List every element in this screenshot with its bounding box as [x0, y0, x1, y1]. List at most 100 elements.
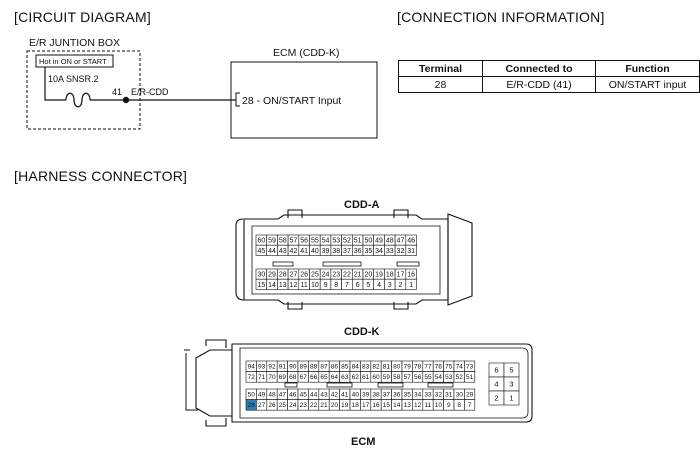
- cdd-k-pin-label: 53: [445, 374, 453, 381]
- cdd-k-pin-label: 61: [362, 374, 370, 381]
- cdd-a-pin-label: 31: [407, 248, 415, 255]
- cdd-a-pin-23: 23: [330, 268, 342, 280]
- cdd-k-side-pin-6: 6: [488, 362, 505, 378]
- cdd-a-pin-28: 28: [277, 268, 289, 280]
- cdd-k-key-3: [377, 382, 404, 388]
- hot-in-on-start-label: Hot in ON or START: [39, 57, 107, 66]
- cdd-a-housing: [243, 214, 449, 305]
- cdd-k-pin-label: 71: [258, 374, 266, 381]
- cdd-k-pin-label: 87: [320, 364, 328, 371]
- cdd-k-pin-label: 40: [352, 392, 360, 399]
- cdd-k-pin-55: 55: [422, 371, 434, 383]
- junction-box-label: E/R JUNTION BOX: [29, 37, 120, 49]
- cdd-k-side-pin-3: 3: [503, 376, 520, 392]
- cdd-k-pin-7: 7: [464, 399, 476, 411]
- cdd-k-pin-80: 80: [391, 360, 403, 372]
- cdd-a-bottom-latches: [287, 302, 409, 310]
- cdd-k-pin-27: 27: [256, 399, 268, 411]
- cdd-k-pin-86: 86: [328, 360, 340, 372]
- cdd-a-pin-46: 46: [405, 234, 417, 246]
- cdd-k-pin-43: 43: [318, 388, 330, 400]
- cdd-k-pin-label: 9: [447, 402, 451, 409]
- cdd-a-pin-25: 25: [309, 268, 321, 280]
- cdd-k-pin-77: 77: [422, 360, 434, 372]
- cell-terminal: 28: [398, 76, 483, 93]
- cdd-a-pin-42: 42: [287, 244, 300, 256]
- cdd-a-pin-18: 18: [384, 268, 396, 280]
- cdd-k-pin-label: 20: [331, 402, 339, 409]
- cdd-k-lever: [195, 349, 232, 417]
- cdd-a-pin-33: 33: [384, 244, 396, 256]
- cdd-a-pin-label: 52: [343, 238, 351, 245]
- cdd-k-pin-40: 40: [349, 388, 361, 400]
- cdd-a-pin-56: 56: [298, 234, 310, 246]
- cdd-k-pin-9: 9: [443, 399, 455, 411]
- ecm-input-bracket: [235, 92, 240, 107]
- cdd-k-pin-62: 62: [349, 371, 361, 383]
- cdd-k-pin-label: 15: [383, 402, 391, 409]
- cdd-a-pin-10: 10: [309, 278, 321, 290]
- cdd-k-pin-label: 8: [457, 402, 461, 409]
- cdd-k-pin-label: 44: [310, 392, 318, 399]
- cdd-k-pin-label: 73: [466, 364, 474, 371]
- cdd-k-pin-label: 84: [352, 364, 360, 371]
- cdd-a-top-latches: [287, 209, 409, 218]
- cdd-k-pin-label: 92: [268, 364, 276, 371]
- cdd-k-pin-label: 79: [404, 364, 412, 371]
- cdd-k-pin-63: 63: [339, 371, 351, 383]
- cdd-k-pin-39: 39: [360, 388, 372, 400]
- cdd-a-pin-3: 3: [384, 278, 396, 290]
- cdd-a-pin-label: 23: [332, 272, 340, 279]
- cdd-a-pin-label: 22: [343, 272, 351, 279]
- cdd-k-pin-73: 73: [464, 360, 476, 372]
- cdd-k-pin-label: 22: [310, 402, 318, 409]
- cdd-k-pin-57: 57: [401, 371, 413, 383]
- cdd-k-pin-label: 7: [468, 402, 472, 409]
- cdd-k-pin-61: 61: [360, 371, 372, 383]
- cdd-a-pin-48: 48: [384, 234, 396, 246]
- fuse-wire: [44, 67, 126, 101]
- cdd-k-pin-25: 25: [276, 399, 288, 411]
- cdd-k-pin-label: 18: [352, 402, 360, 409]
- cdd-a-pin-11: 11: [298, 278, 310, 290]
- circuit-diagram-heading: [CIRCUIT DIAGRAM]: [14, 9, 151, 25]
- cdd-a-pin-57: 57: [287, 234, 300, 246]
- cdd-k-pin-26: 26: [266, 399, 278, 411]
- header-connected-to: Connected to: [482, 60, 596, 77]
- cdd-a-pin-label: 25: [311, 272, 319, 279]
- cdd-k-pin-label: 54: [435, 374, 443, 381]
- cdd-a-pin-43: 43: [277, 244, 289, 256]
- cdd-k-latches: [205, 339, 227, 427]
- cdd-a-pin-29: 29: [266, 268, 278, 280]
- cdd-k-inner: [239, 347, 529, 419]
- cdd-k-pin-label: 10: [435, 402, 443, 409]
- cdd-k-pin-label: 11: [425, 402, 432, 409]
- cdd-k-pin-label: 75: [445, 364, 453, 371]
- cdd-a-pin-label: 13: [279, 282, 287, 289]
- cdd-a-pin-label: 27: [290, 272, 298, 279]
- cdd-k-pin-label: 94: [248, 364, 256, 371]
- cdd-a-pin-label: 42: [290, 248, 298, 255]
- cdd-a-pin-cell: [405, 244, 417, 256]
- cdd-k-pin-47: 47: [276, 388, 288, 400]
- cdd-a-pin-32: 32: [394, 244, 407, 256]
- cdd-a-pin-59: 59: [266, 234, 278, 246]
- cdd-a-pin-19: 19: [373, 268, 385, 280]
- cdd-k-pin-45: 45: [297, 388, 309, 400]
- cdd-k-pin-37: 37: [380, 388, 392, 400]
- cdd-a-pin-51: 51: [351, 234, 364, 246]
- cdd-a-pin-24: 24: [319, 268, 332, 280]
- cdd-k-pin-label: 93: [258, 364, 266, 371]
- cdd-a-pin-label: 46: [407, 238, 415, 245]
- cdd-a-pin-1: 1: [405, 278, 417, 290]
- cdd-k-pin-label: 35: [404, 392, 412, 399]
- cdd-k-pin-74: 74: [453, 360, 465, 372]
- cdd-k-pin-label: 60: [372, 374, 380, 381]
- fuse-icon: [65, 92, 91, 108]
- cdd-a-pin-label: 9: [324, 282, 328, 289]
- cdd-a-pin-30: 30: [255, 268, 267, 280]
- cdd-k-pin-label: 55: [424, 374, 432, 381]
- cdd-k-pin-56: 56: [412, 371, 424, 383]
- cdd-a-pin-35: 35: [362, 244, 374, 256]
